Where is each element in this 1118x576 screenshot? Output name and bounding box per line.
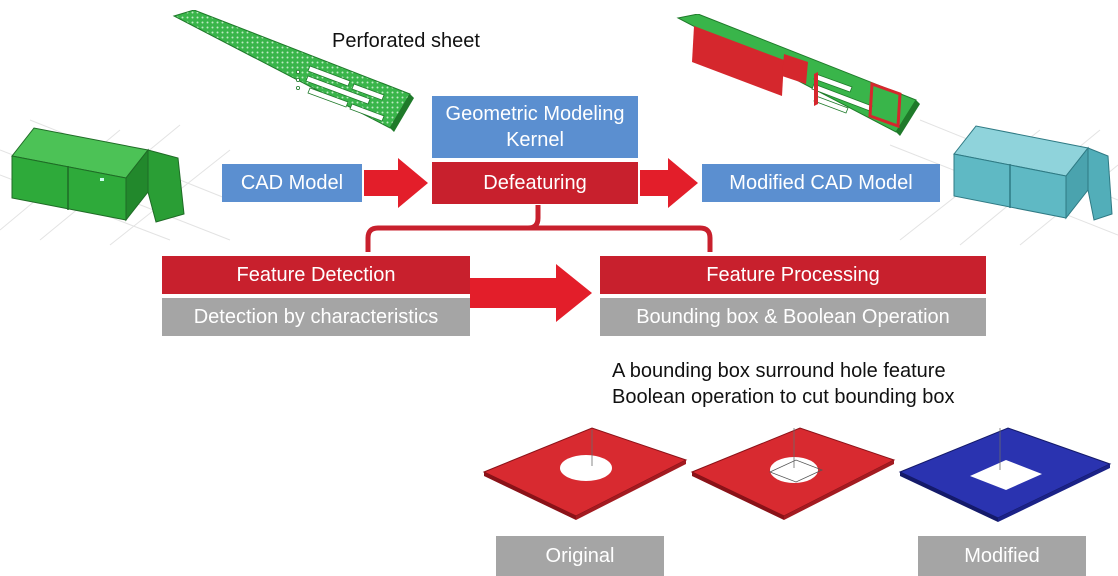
plate-bounding-box — [690, 427, 896, 520]
geometric-modeling-kernel-box: Geometric Modeling Kernel — [432, 96, 638, 158]
note-line-1: A bounding box surround hole feature — [612, 360, 946, 382]
arrow-defeaturing-to-modified — [640, 158, 698, 208]
perforated-sheet-label: Perforated sheet — [332, 30, 480, 52]
modified-cad-model-label: Modified CAD Model — [729, 172, 913, 194]
arrow-detection-to-processing — [470, 264, 592, 322]
cad-model-label: CAD Model — [240, 172, 344, 194]
modified-label-box: Modified — [918, 536, 1086, 576]
perforated-sheet-image — [172, 10, 414, 132]
processing-method-label: Bounding box & Boolean Operation — [636, 306, 950, 328]
bracket — [365, 205, 713, 252]
note-line-2: Boolean operation to cut bounding box — [612, 386, 955, 408]
processing-method-box: Bounding box & Boolean Operation — [600, 298, 986, 336]
feature-detection-title: Feature Detection — [236, 264, 396, 286]
cad-model-box: CAD Model — [222, 164, 362, 202]
modified-sheet-image — [676, 14, 920, 136]
arrow-cad-to-defeaturing — [364, 158, 428, 208]
modified-cad-model-box: Modified CAD Model — [702, 164, 940, 202]
plate-modified — [898, 427, 1112, 522]
original-label-box: Original — [496, 536, 664, 576]
defeaturing-label: Defeaturing — [483, 172, 587, 194]
modified-cad-model-3d-image — [953, 125, 1113, 221]
kernel-title: Geometric Modeling Kernel — [445, 103, 625, 151]
defeaturing-box: Defeaturing — [432, 162, 638, 204]
feature-processing-box: Feature Processing — [600, 256, 986, 294]
detection-method-box: Detection by characteristics — [162, 298, 470, 336]
detection-method-label: Detection by characteristics — [193, 306, 439, 328]
original-label: Original — [545, 545, 615, 567]
feature-processing-title: Feature Processing — [706, 264, 880, 286]
plate-original — [482, 427, 688, 520]
cad-model-3d-image — [11, 127, 185, 223]
feature-detection-box: Feature Detection — [162, 256, 470, 294]
modified-label: Modified — [964, 545, 1040, 567]
